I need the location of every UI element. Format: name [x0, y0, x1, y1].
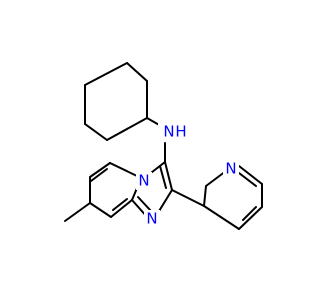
bond	[164, 161, 173, 191]
bond	[203, 205, 240, 230]
imidazole-ring	[131, 161, 173, 219]
atom-labels: N H N N N	[136, 121, 239, 228]
bond	[205, 170, 227, 187]
atom-label-pyridine-n: N	[225, 160, 236, 178]
bond	[109, 162, 138, 177]
molecule-structure: N H N N N	[64, 62, 263, 230]
atom-label-imidazole-n: N	[146, 210, 157, 228]
bond	[112, 198, 128, 211]
bond	[126, 62, 148, 82]
bond	[90, 168, 108, 182]
bond	[238, 172, 257, 187]
bond	[238, 165, 263, 185]
bond-methyl	[64, 202, 91, 222]
pyridinyl-ring	[171, 165, 263, 230]
bond	[203, 185, 207, 207]
atom-label-amine-h: H	[175, 123, 186, 141]
atom-label-amine-n: N	[163, 123, 174, 141]
bond	[106, 117, 148, 141]
atom-label-bridgehead-n: N	[138, 172, 149, 190]
bond	[159, 165, 167, 189]
bond	[84, 123, 108, 141]
bond	[89, 202, 112, 218]
cyclohexane-ring	[84, 62, 148, 141]
fused-pyridine-ring	[89, 162, 138, 218]
bond	[89, 162, 111, 178]
bond	[242, 206, 257, 221]
bond	[137, 196, 152, 212]
bond	[84, 62, 128, 86]
bond	[110, 199, 133, 218]
bond	[238, 206, 263, 230]
bond	[171, 189, 205, 207]
